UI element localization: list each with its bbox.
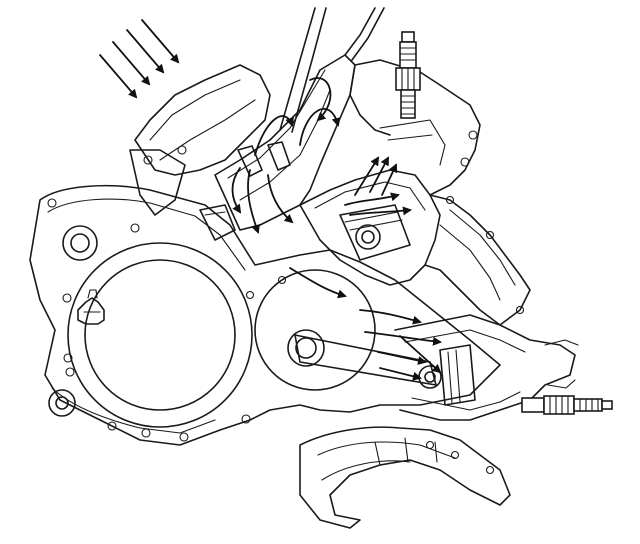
lower-exhaust-pipe (299, 426, 511, 529)
spark-plug-lower-icon (521, 395, 613, 415)
flow-arrow-icon (231, 77, 341, 234)
intake-arrows-icon (99, 19, 180, 99)
scavenge-arrows-upper (344, 156, 412, 216)
throttle-cables (279, 7, 385, 133)
spark-plug-upper-icon (395, 31, 421, 119)
upper-exhaust-pipe (424, 194, 531, 326)
carburetor-housing (129, 64, 271, 241)
transfer-port-tower (214, 54, 356, 231)
crankcase (29, 184, 501, 446)
clutch-cover (67, 242, 253, 428)
filler-plug-icon (77, 289, 105, 325)
crankcase-flow-arrows (289, 267, 442, 381)
